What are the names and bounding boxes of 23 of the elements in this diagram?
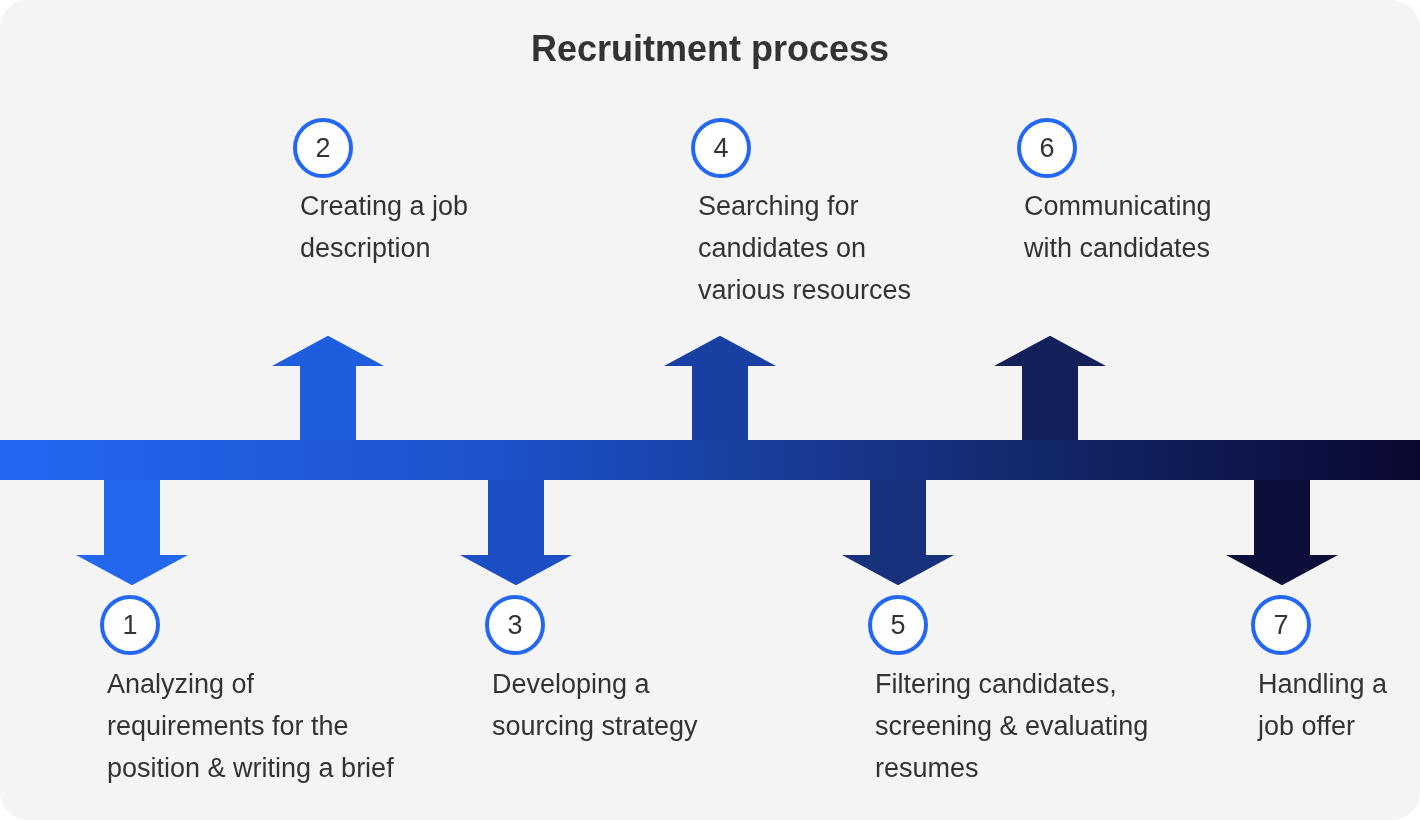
arrow — [272, 335, 384, 440]
arrow — [842, 480, 954, 586]
step-description: Communicating with candidates — [1024, 190, 1213, 265]
arrow — [1226, 480, 1338, 586]
step-number: 2 — [293, 118, 353, 178]
step-description: Creating a job description — [300, 190, 470, 265]
arrow — [460, 480, 572, 586]
arrow — [664, 335, 776, 440]
step-description: Filtering candidates, screening & evaluating resumes — [875, 668, 1150, 785]
step-number: 3 — [485, 595, 545, 655]
timeline-band — [0, 440, 1420, 480]
step-description: Searching for candidates on various resources — [698, 190, 913, 307]
step-number: 5 — [868, 595, 928, 655]
arrow — [994, 335, 1106, 440]
arrow — [76, 480, 188, 586]
step-number: 6 — [1017, 118, 1077, 178]
step-description: Analyzing of requirements for the position & writing a brief — [107, 668, 395, 785]
step-number: 7 — [1251, 595, 1311, 655]
step-description: Handling a job offer — [1258, 668, 1389, 743]
step-number: 4 — [691, 118, 751, 178]
step-number: 1 — [100, 595, 160, 655]
step-description: Developing a sourcing strategy — [492, 668, 699, 743]
diagram-title: Recruitment process — [529, 28, 891, 70]
